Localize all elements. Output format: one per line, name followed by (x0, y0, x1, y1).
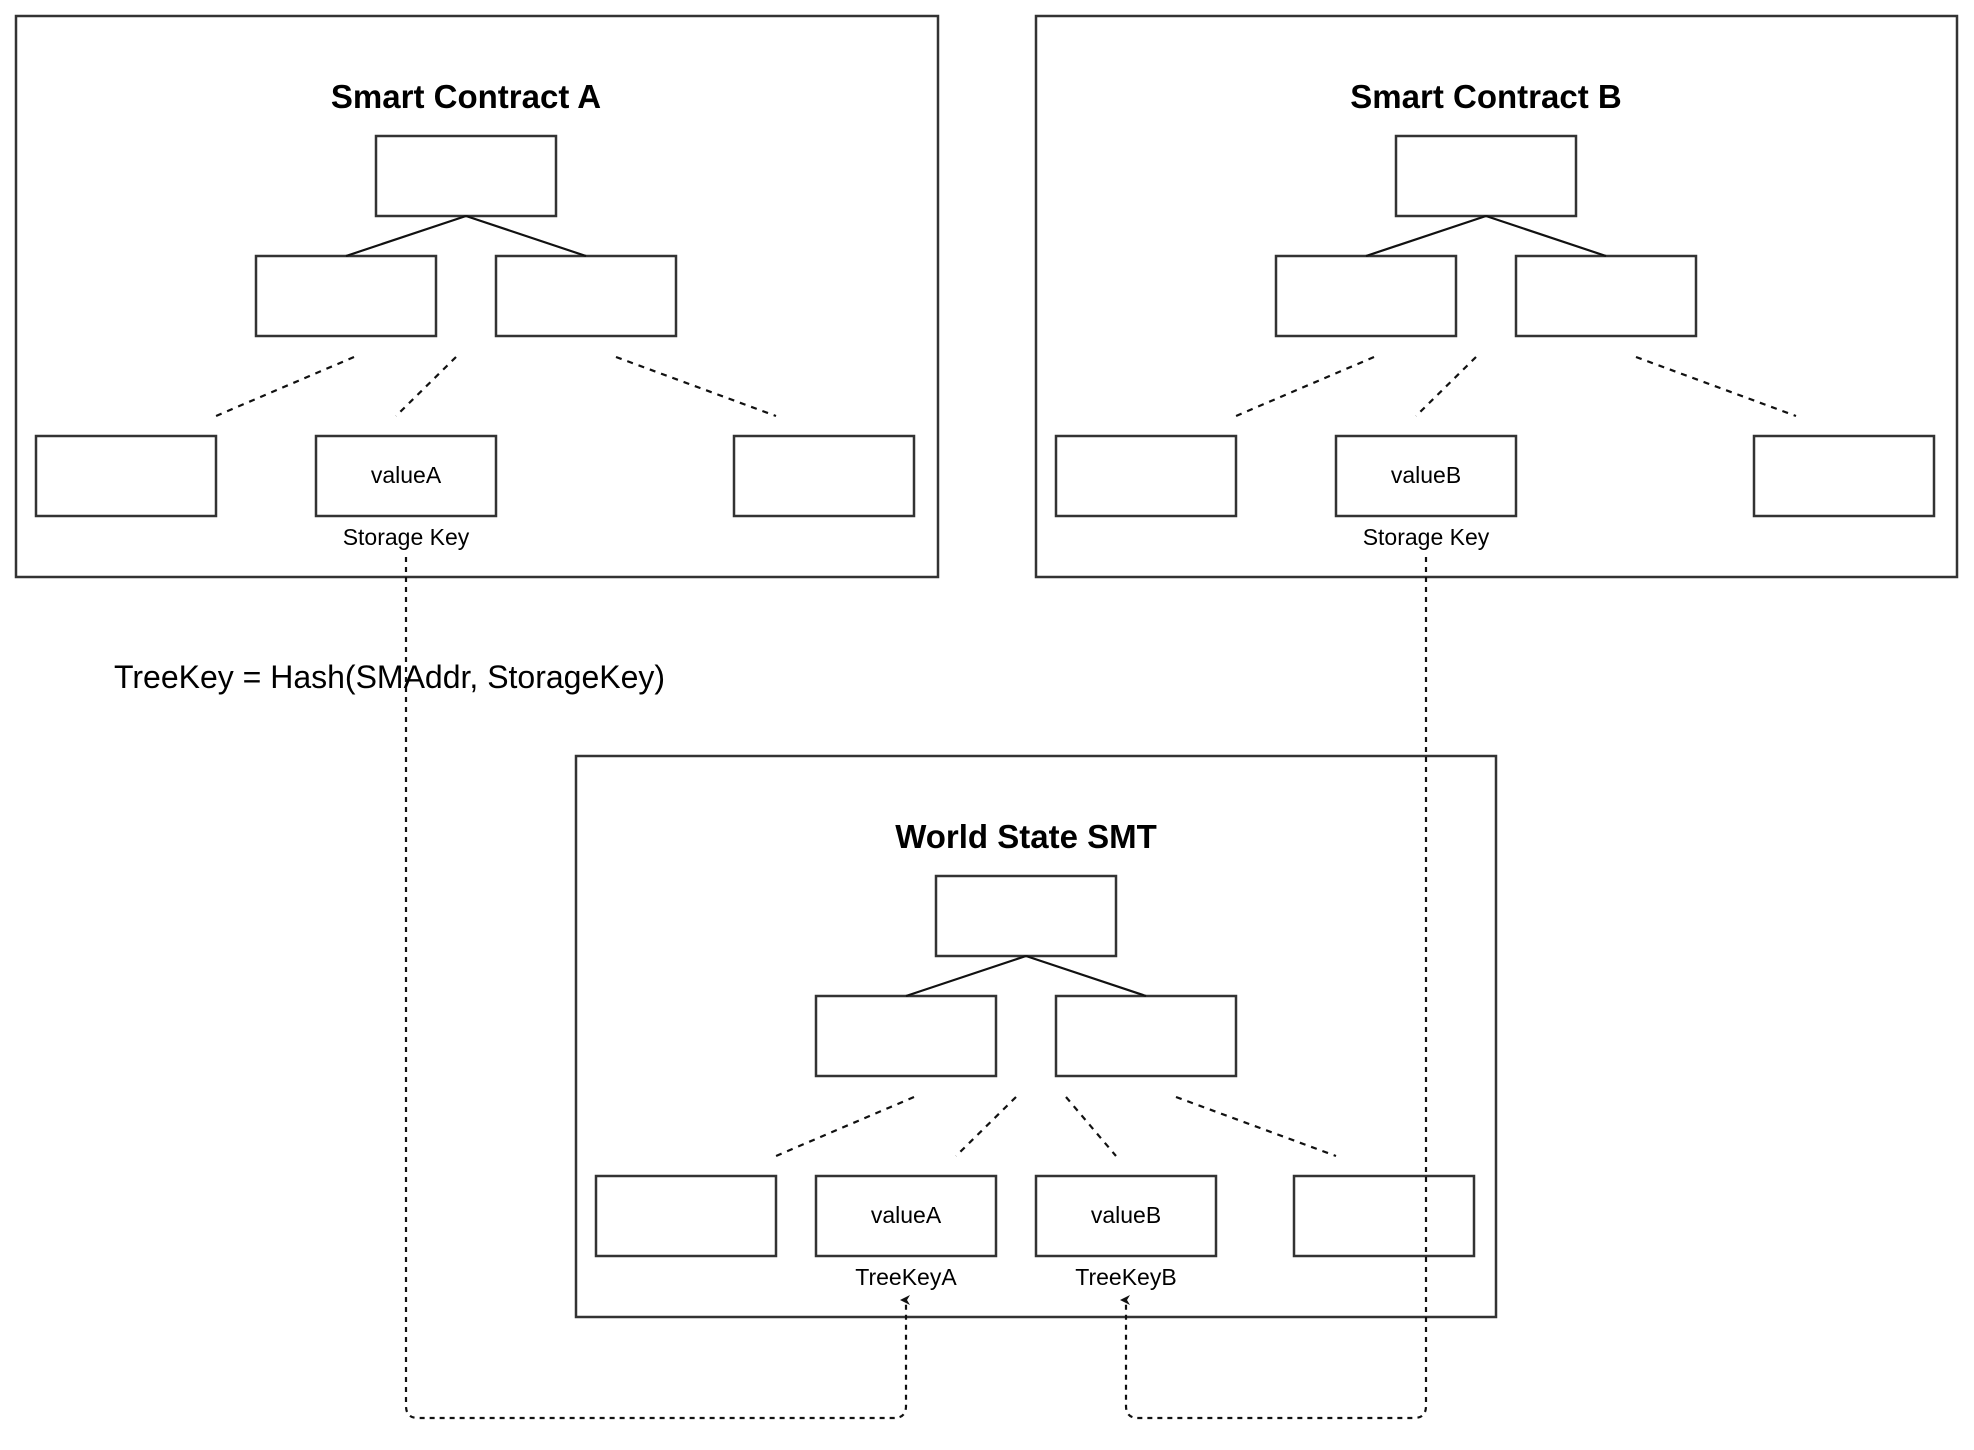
world-leaf-value-a (814, 1174, 998, 1258)
smart-contract-b-title: Smart Contract B (1350, 78, 1621, 115)
contract-a-leaf-1 (34, 434, 218, 518)
contract-a-dashed-branch-2 (395, 356, 457, 417)
contract-b-storage-key-label: Storage Key (1363, 524, 1490, 550)
world-right-node (1054, 994, 1238, 1078)
contract-a-dashed-branch-3 (615, 355, 777, 418)
smart-contract-b-frame (1034, 14, 1959, 579)
world-tree-key-b-label: TreeKeyB (1075, 1264, 1176, 1290)
contract-b-dashed-branch-2 (1415, 356, 1477, 417)
world-leaf-value-b (1034, 1174, 1218, 1258)
world-dashed-branch-2 (955, 1096, 1017, 1157)
smart-contract-a-title: Smart Contract A (331, 78, 601, 115)
world-dashed-branch-1 (775, 1095, 915, 1158)
contract-a-leaf-value (314, 434, 498, 518)
contract-a-root-node (374, 134, 558, 218)
world-edge-root-right (1025, 954, 1147, 998)
contract-b-dashed-branch-3 (1635, 355, 1797, 418)
world-state-smt-frame (574, 754, 1498, 1319)
smart-contract-a-frame (14, 14, 940, 579)
world-dashed-branch-4 (1175, 1095, 1337, 1158)
world-root-node (934, 874, 1118, 958)
world-state-smt-title: World State SMT (895, 818, 1157, 855)
world-dashed-branch-3 (1065, 1096, 1117, 1157)
contract-a-leaf-value-text: valueA (371, 462, 442, 488)
contract-b-leaf-value-text: valueB (1391, 462, 1461, 488)
contract-a-storage-key-label: Storage Key (343, 524, 470, 550)
contract-b-leaf-value (1334, 434, 1518, 518)
contract-a-leaf-3 (732, 434, 916, 518)
world-leaf-4 (1292, 1174, 1476, 1258)
world-leaf-1 (594, 1174, 778, 1258)
contract-b-left-node (1274, 254, 1458, 338)
world-tree-key-a-label: TreeKeyA (855, 1264, 957, 1290)
contract-b-edge-root-left (1365, 214, 1487, 258)
world-left-node (814, 994, 998, 1078)
smart-contract-a-panel: Smart Contract A valueA Storage Key (14, 14, 940, 579)
contract-b-edge-root-right (1485, 214, 1607, 258)
contract-b-leaf-3 (1752, 434, 1936, 518)
contract-b-root-node (1394, 134, 1578, 218)
contract-a-dashed-branch-1 (215, 355, 355, 418)
smart-contract-b-panel: Smart Contract B valueB Storage Key (1034, 14, 1959, 579)
contract-a-right-node (494, 254, 678, 338)
contract-b-dashed-branch-1 (1235, 355, 1375, 418)
tree-key-formula: TreeKey = Hash(SMAddr, StorageKey) (114, 659, 665, 695)
mapping-connector-a (404, 557, 910, 1420)
contract-a-left-node (254, 254, 438, 338)
world-leaf-value-a-text: valueA (871, 1202, 942, 1228)
world-state-smt-panel: World State SMT valueA valueB TreeKeyA T… (574, 754, 1498, 1319)
mapping-connector-b (1120, 557, 1428, 1420)
contract-a-edge-root-right (465, 214, 587, 258)
world-leaf-value-b-text: valueB (1091, 1202, 1161, 1228)
contract-a-edge-root-left (345, 214, 467, 258)
contract-b-right-node (1514, 254, 1698, 338)
contract-b-leaf-1 (1054, 434, 1238, 518)
world-edge-root-left (905, 954, 1027, 998)
